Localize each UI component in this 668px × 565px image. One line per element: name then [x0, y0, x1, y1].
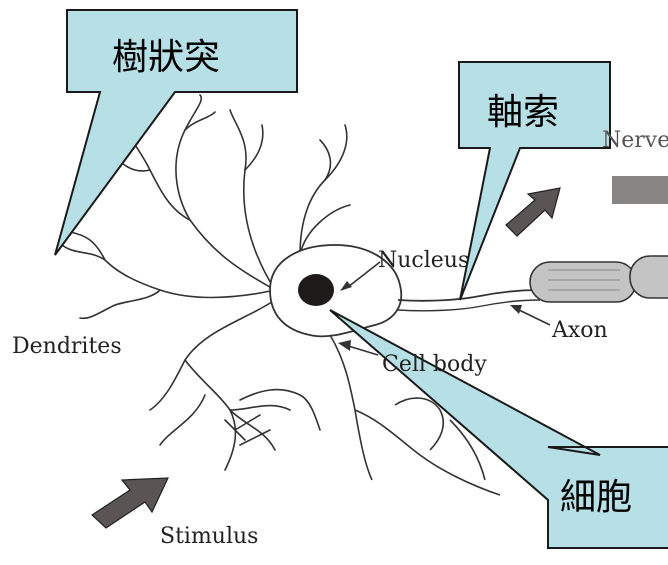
nucleus-dot: [298, 274, 334, 306]
callout-cell-text: 細胞: [560, 468, 632, 520]
callout-axon-text: 軸索: [487, 83, 559, 135]
axon-line: [398, 290, 540, 301]
nerve-arrow-tail: [612, 176, 668, 204]
axon-segment: [630, 256, 668, 298]
axon-segments: [530, 256, 668, 302]
lower-process: [330, 335, 372, 480]
label-nucleus: Nucleus: [378, 248, 469, 273]
callout-dendrites-text: 樹狀突: [112, 28, 220, 80]
axon-segment: [530, 262, 636, 302]
signal-arrow-icon: [506, 188, 560, 236]
axon-pointer: [515, 308, 550, 325]
stimulus-arrow-icon: [92, 478, 168, 528]
label-dendrites: Dendrites: [12, 334, 122, 359]
label-stimulus: Stimulus: [160, 524, 258, 549]
label-axon: Axon: [552, 318, 608, 343]
label-cell-body: Cell body: [382, 352, 487, 377]
label-nerve: Nerve: [602, 128, 668, 153]
